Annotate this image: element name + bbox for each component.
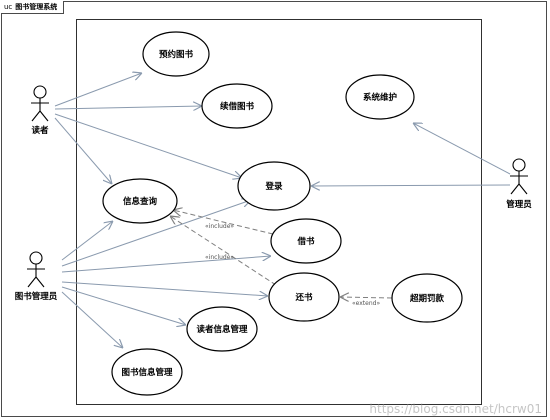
usecase-fine[interactable] (391, 273, 463, 323)
assoc-admin-login (311, 185, 511, 186)
assoc-admin-maintain (413, 123, 511, 175)
usecase-borrow-label: 借书 (296, 236, 315, 247)
usecase-renew[interactable] (201, 83, 273, 129)
assoc-librarian-bookmgmt (61, 291, 123, 348)
actor-librarian-label: 图书管理员 (15, 291, 58, 302)
extend-label: «extend» (352, 300, 380, 307)
assoc-reader-query (54, 117, 112, 184)
usecase-reader-mgmt[interactable] (186, 306, 258, 352)
usecase-login[interactable] (237, 161, 311, 211)
dependencies (170, 210, 393, 298)
associations (54, 73, 511, 348)
include-label-2: «include» (205, 254, 234, 261)
usecase-fine-label: 超期罚款 (409, 293, 445, 304)
actor-admin[interactable] (510, 158, 528, 195)
usecase-renew-label: 续借图书 (220, 101, 255, 112)
usecase-login-label: 登录 (264, 181, 283, 192)
include-label-1: «include» (205, 223, 234, 230)
usecase-book-mgmt-label: 图书信息管理 (121, 367, 173, 378)
frame-keyword: uc (4, 3, 13, 11)
actor-admin-head (512, 158, 526, 172)
assoc-librarian-login (61, 200, 251, 267)
usecase-maintain[interactable] (345, 74, 415, 120)
usecase-reserve-label: 预约图书 (159, 49, 194, 60)
usecase-return[interactable] (268, 272, 340, 322)
usecase-borrow[interactable] (270, 218, 342, 264)
watermark: https://blog.csdn.net/hcrw01 (369, 402, 542, 416)
assoc-reader-renew (54, 106, 202, 109)
actor-admin-label: 管理员 (506, 199, 532, 210)
usecase-query[interactable] (102, 178, 178, 224)
usecase-book-mgmt[interactable] (111, 348, 183, 396)
actor-librarian[interactable] (27, 251, 45, 288)
assoc-reader-reserve (54, 73, 142, 107)
assoc-librarian-query (61, 221, 113, 261)
usecase-reserve[interactable] (142, 31, 210, 77)
usecase-maintain-label: 系统维护 (363, 92, 398, 103)
use-cases (102, 31, 463, 396)
actor-reader-label: 读者 (31, 125, 49, 136)
actor-reader[interactable] (31, 85, 49, 122)
frame-title: 图书管理系统 (15, 3, 58, 11)
system-boundary (76, 19, 482, 405)
actor-reader-head (33, 85, 47, 99)
assoc-librarian-borrow (61, 256, 271, 273)
usecase-return-label: 还书 (294, 292, 313, 303)
actor-librarian-head (29, 251, 43, 265)
include-borrow-query (173, 210, 274, 235)
assoc-librarian-return (61, 281, 268, 296)
assoc-librarian-readermgmt (61, 286, 186, 325)
extend-fine-return (340, 297, 393, 298)
usecase-query-label: 信息查询 (123, 196, 158, 207)
include-return-query (170, 216, 277, 286)
usecase-reader-mgmt-label: 读者信息管理 (196, 324, 248, 335)
assoc-reader-login (54, 113, 242, 178)
